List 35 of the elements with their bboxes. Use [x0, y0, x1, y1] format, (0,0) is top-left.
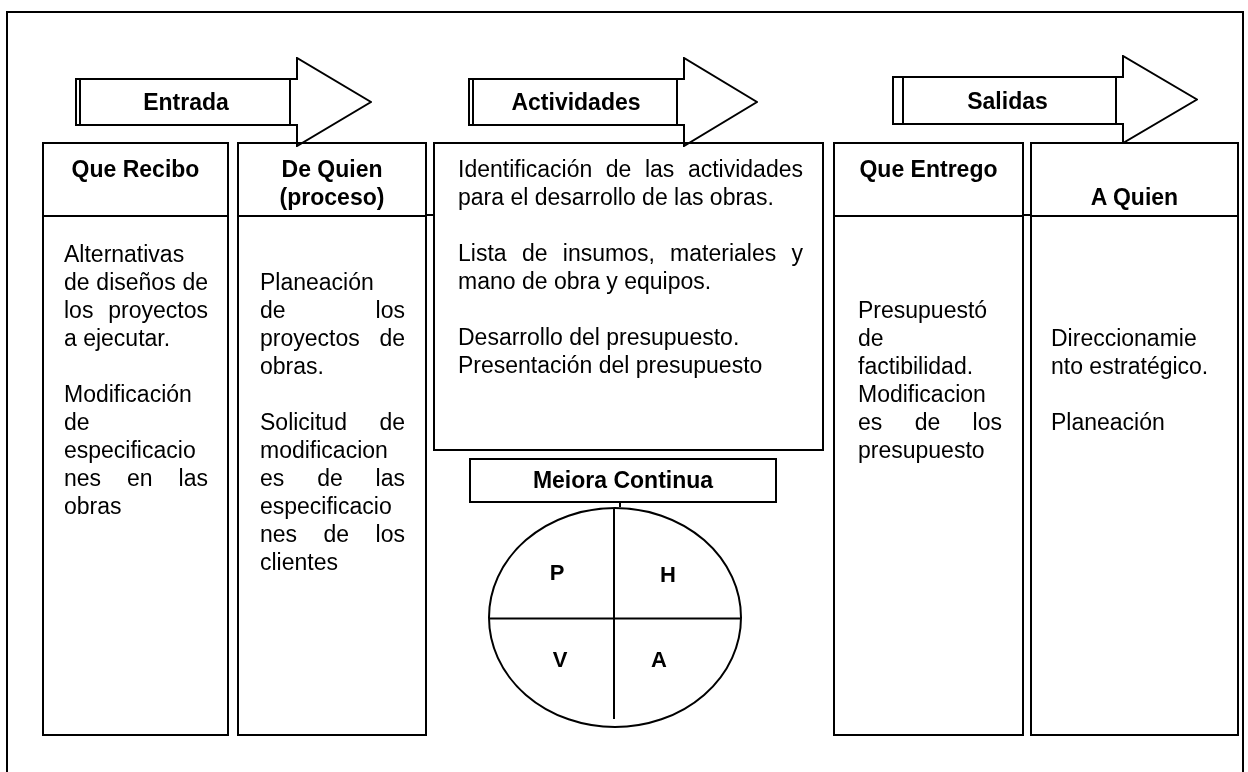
activity-text: Desarrollo del presupuesto.: [458, 323, 741, 351]
connector-line: [1023, 214, 1031, 216]
block-arrow: [468, 57, 758, 147]
table-column: [237, 142, 427, 736]
column-text: Direccionamie nto estratégico.: [1051, 324, 1210, 380]
connector-line: [426, 214, 434, 216]
block-arrow: [892, 55, 1198, 144]
arrow-label: Entrada: [143, 88, 229, 116]
column-text: Presupuestó de factibilidad. Modificacion es de los presupuesto: [858, 296, 1002, 464]
quadrant-letter: A: [651, 647, 667, 673]
quadrant-letter: V: [552, 647, 568, 673]
column-text: Modificación de especificacio nes en las obras: [64, 380, 208, 520]
column-heading: Que Entrego: [858, 155, 999, 183]
activity-box: [433, 142, 824, 451]
column-text: Alternativas de diseños de los proyectos a ejecutar.: [64, 240, 208, 352]
table-column: [833, 142, 1024, 736]
activity-text: Presentación del presupuesto: [458, 351, 764, 379]
arrow-label: Actividades: [511, 88, 641, 116]
connector-line: [619, 502, 621, 508]
quadrant-letter: H: [660, 562, 676, 588]
activity-text: Lista de insumos, materiales y mano de obra y equipos.: [458, 239, 803, 295]
block-arrow: [75, 57, 372, 147]
table-column: [42, 142, 229, 736]
column-heading: Que Recibo: [70, 155, 201, 183]
column-heading: De Quien (proceso): [278, 155, 386, 211]
column-text: Planeación de los proyectos de obras.: [260, 268, 405, 380]
title-box: [469, 458, 777, 503]
arrow-label: Salidas: [967, 86, 1048, 115]
activity-text: Identificación de las actividades para el desarrollo de las obras.: [458, 155, 803, 211]
column-text: Planeación: [1051, 408, 1166, 436]
column-text: Solicitud de modificacion es de las especificacio nes de los clientes: [260, 408, 405, 576]
quadrant-letter: P: [549, 560, 565, 586]
table-column: [1030, 142, 1239, 736]
box-label: Meiora Continua: [532, 467, 714, 494]
column-heading: A Quien: [1089, 183, 1180, 211]
